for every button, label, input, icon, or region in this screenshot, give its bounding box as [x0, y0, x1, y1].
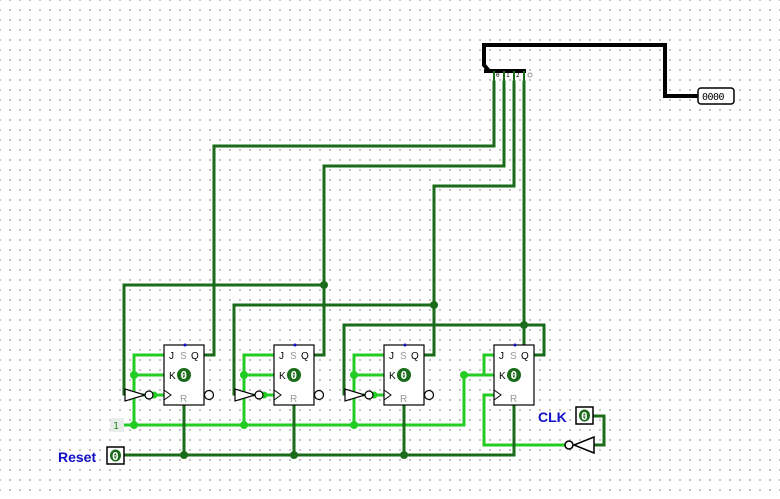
- ff2-j-label: J: [389, 351, 394, 362]
- ff1-r-label: R: [290, 394, 297, 405]
- not-gate-0[interactable]: [124, 388, 154, 402]
- ff0-j-label: J: [169, 351, 174, 362]
- ff3-j-label: J: [499, 351, 504, 362]
- not-gate-2[interactable]: [344, 388, 374, 402]
- jk-flip-flop-0[interactable]: J S Q K 0 R: [163, 343, 215, 406]
- ff0-state-indicator: [177, 368, 191, 382]
- reset-wire: [122, 403, 516, 459]
- ff2-k-label: K: [389, 371, 396, 382]
- ff3-q-label: Q: [521, 351, 529, 362]
- ff2-q-label: Q: [411, 351, 419, 362]
- ff3-state: 0: [511, 369, 518, 382]
- q-feedback-wires: [194, 80, 526, 357]
- jk-flip-flop-2[interactable]: J S Q K 0 R: [383, 343, 435, 406]
- ff1-state-indicator: [287, 368, 301, 382]
- ff2-r-label: R: [400, 394, 407, 405]
- ff3-k-label: K: [499, 371, 506, 382]
- splitter-pin-0: 0: [496, 72, 500, 79]
- ff3-state-indicator: [507, 368, 521, 382]
- constant-value: 1: [113, 421, 119, 432]
- ff0-s-label: S: [180, 351, 187, 362]
- ff2-state: 0: [401, 369, 408, 382]
- reset-input[interactable]: Reset 0: [58, 446, 125, 465]
- ff3-r-label: R: [510, 394, 517, 405]
- constant-one[interactable]: 1: [110, 418, 124, 432]
- reset-value: 0: [112, 450, 119, 463]
- ff0-r-label: R: [180, 394, 187, 405]
- splitter-pin-1: 1: [506, 72, 510, 79]
- clk-value: 0: [581, 410, 588, 423]
- splitter[interactable]: 0 1 2: [493, 71, 533, 82]
- output-probe-value: 0000: [702, 92, 725, 103]
- ff0-q-label: Q: [191, 351, 199, 362]
- ff1-k-label: K: [279, 371, 286, 382]
- output-bus: [482, 43, 698, 98]
- ff1-s-label: S: [290, 351, 297, 362]
- clk-input[interactable]: CLK 0: [538, 406, 594, 425]
- ff2-state-indicator: [397, 368, 411, 382]
- ff1-q-label: Q: [301, 351, 309, 362]
- ff0-state: 0: [181, 369, 188, 382]
- clk-label: CLK: [538, 409, 567, 425]
- ff2-s-label: S: [400, 351, 407, 362]
- ff0-k-label: K: [169, 371, 176, 382]
- clk-wire: [592, 414, 606, 447]
- output-probe[interactable]: 0000: [697, 87, 735, 105]
- ff1-j-label: J: [279, 351, 284, 362]
- reset-label: Reset: [58, 449, 96, 465]
- jk-flip-flop-1[interactable]: J S Q K 0 R: [273, 343, 325, 406]
- not-gate-1[interactable]: [234, 388, 264, 402]
- ff1-state: 0: [291, 369, 298, 382]
- jk-flip-flop-3[interactable]: J S Q K 0 R: [493, 343, 535, 406]
- ff3-s-label: S: [510, 351, 517, 362]
- clk-not-gate[interactable]: [564, 435, 595, 455]
- splitter-pin-2: 2: [516, 72, 520, 79]
